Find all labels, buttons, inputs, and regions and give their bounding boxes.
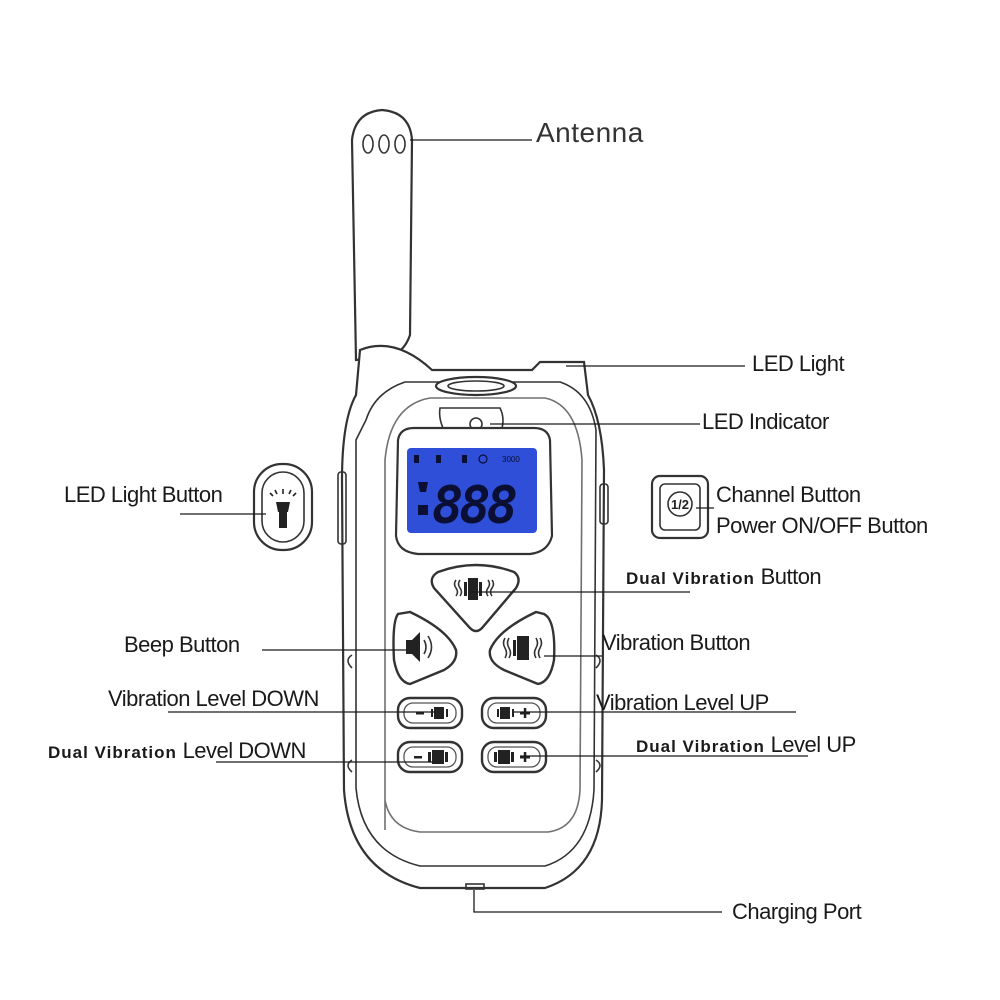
dual-vibration-level-down-button[interactable] (396, 740, 464, 774)
lcd-display (407, 448, 537, 533)
lcd-digits: 888 (432, 476, 516, 536)
label-antenna: Antenna (536, 117, 644, 148)
label-power-button: Power ON/OFF Button (716, 513, 928, 538)
label-vibration-level-down: Vibration Level DOWN (108, 686, 319, 711)
label-led-light-button: LED Light Button (64, 482, 223, 507)
label-dual-vibration-level-down: Dual Vibration Level DOWN (48, 738, 306, 766)
vibration-icon (502, 636, 543, 660)
speaker-icon (406, 632, 433, 662)
lcd-screen: 3000 888 (394, 426, 554, 556)
antenna (350, 108, 414, 362)
channel-button[interactable]: 1/2 (650, 474, 710, 540)
label-dual-vibration-level-up-prefix: Dual Vibration (636, 737, 765, 756)
plus-vibration-icon (497, 707, 530, 719)
minus-dual-vibration-icon (414, 750, 448, 764)
lcd-bell-icon (418, 482, 428, 492)
vibration-level-up-button[interactable] (480, 696, 548, 730)
plus-dual-vibration-icon (494, 750, 530, 764)
label-beep-button: Beep Button (124, 632, 240, 657)
lcd-vibration-icon (418, 505, 428, 515)
label-channel-button: Channel Button (716, 482, 861, 507)
vibration-button[interactable] (488, 610, 556, 686)
label-dual-vibration-level-down-prefix: Dual Vibration (48, 743, 177, 762)
beep-button[interactable] (392, 610, 458, 686)
label-dual-vibration-level-down-suffix: Level DOWN (182, 738, 307, 763)
flashlight-icon (269, 489, 297, 528)
charging-port (465, 883, 485, 890)
label-charging-port: Charging Port (732, 899, 862, 924)
label-dual-vibration-button: Dual Vibration Button (626, 564, 822, 592)
label-vibration-level-up: Vibration Level UP (596, 690, 769, 715)
lcd-status-text: 3000 (502, 455, 520, 464)
label-dual-vibration-level-up-suffix: Level UP (770, 732, 857, 757)
dual-vibration-icon (453, 578, 495, 600)
leader-lines (168, 139, 808, 913)
label-dual-vibration-level-up: Dual Vibration Level UP (636, 732, 856, 760)
led-light-button[interactable] (252, 462, 314, 552)
dual-vibration-level-up-button[interactable] (480, 740, 548, 774)
label-dual-vibration-button-suffix: Button (760, 564, 822, 589)
channel-icon-text: 1/2 (671, 497, 689, 512)
label-led-light: LED Light (752, 351, 845, 376)
led-light (434, 375, 518, 397)
label-vibration-button: Vibration Button (602, 630, 751, 655)
label-dual-vibration-button-prefix: Dual Vibration (626, 569, 755, 588)
dual-vibration-button[interactable] (430, 563, 520, 633)
minus-vibration-icon (416, 707, 448, 719)
vibration-level-down-button[interactable] (396, 696, 464, 730)
label-led-indicator: LED Indicator (702, 409, 829, 434)
